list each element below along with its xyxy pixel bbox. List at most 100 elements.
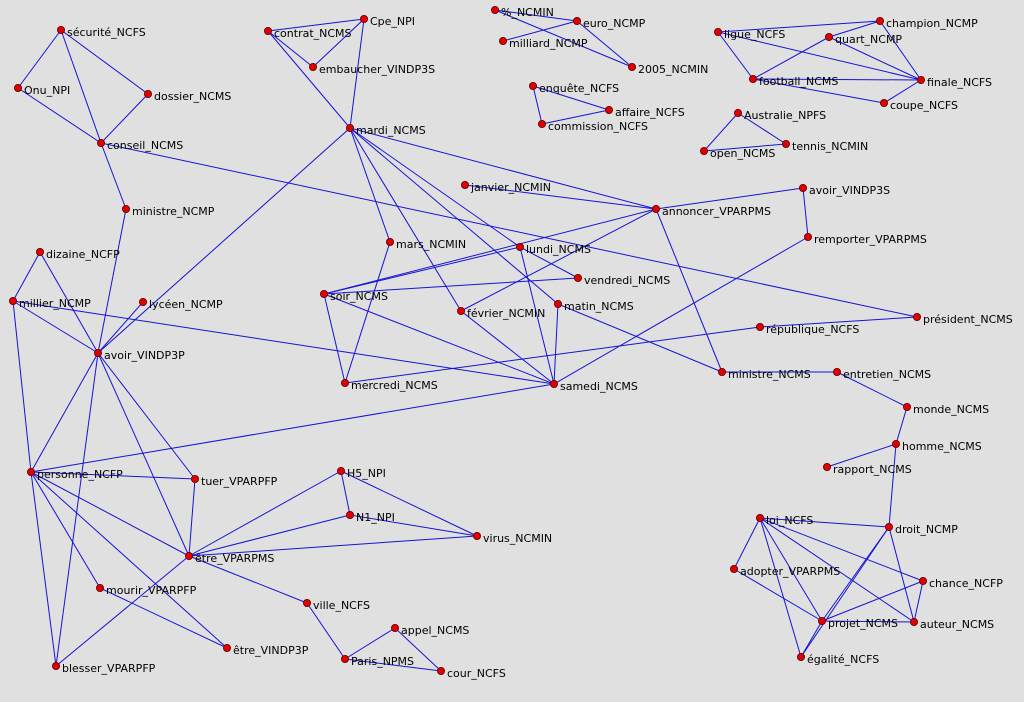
node-dot[interactable] <box>554 299 563 308</box>
node-contrat[interactable]: contrat_NCMS <box>263 26 352 40</box>
node-dot[interactable] <box>714 27 723 36</box>
node-dot[interactable] <box>52 662 61 671</box>
node-egalite[interactable]: égalité_NCFS <box>797 653 879 666</box>
node-dot[interactable] <box>700 146 709 155</box>
node-dot[interactable] <box>359 14 368 23</box>
node-dot[interactable] <box>385 237 394 246</box>
node-president[interactable]: président_NCMS <box>913 312 1013 326</box>
node-dot[interactable] <box>143 90 152 99</box>
node-milliard[interactable]: milliard_NCMP <box>498 37 588 50</box>
node-auteur[interactable]: auteur_NCMS <box>910 618 994 631</box>
node-tuer[interactable]: tuer_VPARPFP <box>190 474 278 488</box>
node-avoir_vindp3p[interactable]: avoir_VINDP3P <box>94 348 185 362</box>
node-dot[interactable] <box>782 139 791 148</box>
node-blesser[interactable]: blesser_VPARPFP <box>52 662 156 675</box>
node-cour[interactable]: cour_NCFS <box>436 667 506 680</box>
node-finale[interactable]: finale_NCFS <box>917 76 992 89</box>
node-dot[interactable] <box>516 242 525 251</box>
node-homme[interactable]: homme_NCMS <box>892 439 982 453</box>
node-dot[interactable] <box>913 312 922 321</box>
node-dot[interactable] <box>605 106 614 115</box>
node-chance[interactable]: chance_NCFP <box>919 577 1003 590</box>
node-coupe[interactable]: coupe_NCFS <box>880 99 958 112</box>
node-dot[interactable] <box>345 124 354 133</box>
node-appel[interactable]: appel_NCMS <box>390 624 469 637</box>
node-lundi[interactable]: lundi_NCMS <box>516 242 591 256</box>
node-monde[interactable]: monde_NCMS <box>903 402 989 416</box>
node-dot[interactable] <box>734 109 743 118</box>
node-samedi[interactable]: samedi_NCMS <box>550 379 638 393</box>
node-dot[interactable] <box>833 367 842 376</box>
node-dot[interactable] <box>756 322 765 331</box>
node-dot[interactable] <box>804 232 813 241</box>
node-fevrier[interactable]: février_NCMIN <box>456 306 545 320</box>
node-dot[interactable] <box>94 348 103 357</box>
node-dot[interactable] <box>8 296 17 305</box>
node-dot[interactable] <box>529 82 538 91</box>
node-matin[interactable]: matin_NCMS <box>554 299 634 313</box>
node-ministre_ncmp[interactable]: ministre_NCMP <box>122 204 215 218</box>
node-cpe[interactable]: Cpe_NPI <box>359 14 415 28</box>
node-euro[interactable]: euro_NCMP <box>573 16 646 30</box>
node-dizaine[interactable]: dizaine_NCFP <box>36 247 120 261</box>
node-dot[interactable] <box>876 16 885 25</box>
node-dot[interactable] <box>456 306 465 315</box>
node-dot[interactable] <box>340 655 349 664</box>
node-dot[interactable] <box>308 63 317 72</box>
node-champion[interactable]: champion_NCMP <box>876 16 978 30</box>
node-mars[interactable]: mars_NCMIN <box>385 237 466 251</box>
node-dot[interactable] <box>799 183 808 192</box>
node-dot[interactable] <box>797 653 806 662</box>
node-dot[interactable] <box>340 378 349 387</box>
node-loi[interactable]: loi_NCFS <box>756 514 813 527</box>
node-vendredi[interactable]: vendredi_NCMS <box>574 273 670 287</box>
node-millier[interactable]: millier_NCMP <box>8 296 91 310</box>
node-dot[interactable] <box>825 33 834 42</box>
node-dot[interactable] <box>880 99 889 108</box>
node-dot[interactable] <box>550 379 559 388</box>
node-dot[interactable] <box>628 63 637 72</box>
node-dot[interactable] <box>302 599 311 608</box>
node-dot[interactable] <box>749 75 758 84</box>
node-pct[interactable]: %_NCMIN <box>490 6 554 19</box>
node-dot[interactable] <box>36 247 45 256</box>
node-dot[interactable] <box>730 565 739 574</box>
node-rapport[interactable]: rapport_NCMS <box>823 462 912 476</box>
node-dot[interactable] <box>490 6 499 14</box>
node-janvier[interactable]: janvier_NCMIN <box>460 180 551 194</box>
node-dot[interactable] <box>919 577 928 586</box>
node-dot[interactable] <box>336 466 345 475</box>
node-dossier[interactable]: dossier_NCMS <box>143 90 231 103</box>
node-dot[interactable] <box>13 84 22 93</box>
node-dot[interactable] <box>903 402 912 411</box>
node-mercredi[interactable]: mercredi_NCMS <box>340 378 438 392</box>
node-republique[interactable]: république_NCFS <box>756 322 859 336</box>
node-dot[interactable] <box>345 510 354 519</box>
node-dot[interactable] <box>756 514 765 523</box>
node-tennis[interactable]: tennis_NCMIN <box>782 139 868 153</box>
node-lyceen[interactable]: lycéen_NCMP <box>138 297 223 311</box>
node-ministre_ncms[interactable]: ministre_NCMS <box>718 367 811 381</box>
node-enquete[interactable]: enquête_NCFS <box>529 82 619 95</box>
node-soir[interactable]: soir_NCMS <box>319 289 388 303</box>
node-dot[interactable] <box>498 37 507 46</box>
node-dot[interactable] <box>573 16 582 25</box>
node-etre_vparpms[interactable]: être_VPARPMS <box>184 552 274 565</box>
node-paris[interactable]: Paris_NPMS <box>340 655 414 668</box>
node-dot[interactable] <box>823 462 832 471</box>
node-quart[interactable]: quart_NCMP <box>825 33 902 46</box>
node-dot[interactable] <box>222 644 231 653</box>
node-affaire[interactable]: affaire_NCFS <box>605 106 685 119</box>
node-h5[interactable]: H5_NPI <box>336 466 386 480</box>
node-dot[interactable] <box>26 467 35 476</box>
node-mourir[interactable]: mourir_VPARPFP <box>96 584 197 597</box>
node-dot[interactable] <box>472 532 481 541</box>
node-entretien[interactable]: entretien_NCMS <box>833 367 931 381</box>
node-adopter[interactable]: adopter_VPARPMS <box>730 565 840 578</box>
node-dot[interactable] <box>460 180 469 189</box>
node-avoir_vindp3s[interactable]: avoir_VINDP3S <box>799 183 890 197</box>
node-dot[interactable] <box>57 25 66 34</box>
node-conseil[interactable]: conseil_NCMS <box>97 138 183 152</box>
node-etre_vindp3p[interactable]: être_VINDP3P <box>222 644 309 657</box>
node-dot[interactable] <box>97 138 106 147</box>
